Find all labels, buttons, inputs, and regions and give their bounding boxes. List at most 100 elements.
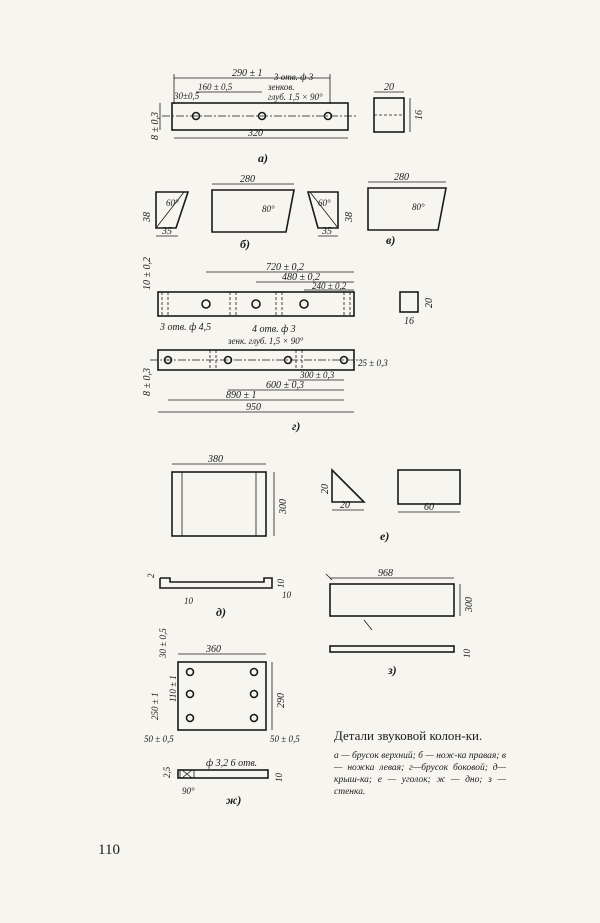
figure-v: 60° 38 35 280 80° в) xyxy=(306,172,447,247)
dim-end-width: 20 xyxy=(384,82,394,93)
figure-label-e: е) xyxy=(380,529,389,543)
dim-leg-height: 38 xyxy=(344,212,355,223)
dim-lid-thickness: 10 xyxy=(276,579,286,589)
dim-height: 8 ± 0,3 xyxy=(150,112,161,140)
dim-thickness: 10 ± 0,2 xyxy=(142,257,153,290)
hole xyxy=(163,355,173,365)
figure-label-a: а) xyxy=(258,151,268,165)
hole xyxy=(339,355,349,365)
dim-leg-width: 35 xyxy=(321,226,332,237)
note-line-2: зенков. xyxy=(267,82,295,92)
caption-body: а — брусок верхний; б — нож-ка правая; в… xyxy=(334,751,506,797)
dim-overall: 290 ± 1 xyxy=(232,68,263,79)
dim-bottom-height: 290 xyxy=(276,693,287,708)
dim-front-height: 8 ± 0,3 xyxy=(142,368,153,396)
hole xyxy=(201,299,211,309)
hole xyxy=(249,689,259,699)
angle-small: 60° xyxy=(166,198,179,208)
dim-corner-h: 20 xyxy=(320,484,331,494)
hole xyxy=(257,111,267,121)
figure-caption: Детали звуковой колон-ки. а — брусок вер… xyxy=(334,728,506,798)
dim-wall-thickness: 10 xyxy=(462,649,472,659)
dim-lid-rim-right: 10 xyxy=(282,590,292,600)
dim-bottom-left: 50 ± 0,5 xyxy=(144,734,174,744)
note-line-3: глуб. 1,5 × 90° xyxy=(268,92,323,102)
figure-label-zh: ж) xyxy=(226,793,241,807)
figure-e: 20 20 60 е) xyxy=(320,468,461,543)
dim-lid-rim-left: 10 xyxy=(184,596,194,606)
dim-leg-width: 35 xyxy=(161,226,172,237)
figure-label-g: г) xyxy=(292,419,300,433)
angle-countersink: 90° xyxy=(182,786,195,796)
dim-leg-length: 280 xyxy=(394,172,409,183)
dim-bottom-width: 360 xyxy=(205,644,221,655)
dim-end-25: 25 ± 0,3 xyxy=(358,358,388,368)
dim-leg-height: 38 xyxy=(142,212,153,223)
hole xyxy=(185,667,195,677)
side-bar-top-view xyxy=(157,291,355,317)
bottom-profile xyxy=(177,769,269,779)
dim-wall-height: 300 xyxy=(464,597,475,613)
bar-top-view xyxy=(171,102,349,131)
angle-small: 60° xyxy=(318,198,331,208)
figure-label-z: з) xyxy=(387,663,397,677)
dim-bottom-step: 2,5 xyxy=(162,766,172,778)
figure-z: 968 300 10 з) xyxy=(325,568,475,677)
dim-lid-step: 2 xyxy=(146,573,156,578)
panel-face xyxy=(171,471,267,537)
dim-bottom-right: 50 ± 0,5 xyxy=(270,734,300,744)
figure-g: 720 ± 0,2 480 ± 0,2 240 ± 0,2 10 ± 0,2 3… xyxy=(142,257,435,433)
caption-title: Детали звуковой колон-ки. xyxy=(334,728,483,743)
corner-block xyxy=(331,468,366,503)
dim-end-w: 16 xyxy=(404,316,414,327)
hole xyxy=(185,713,195,723)
hole xyxy=(223,355,233,365)
leg-left-side xyxy=(367,187,447,231)
dim-corner-w: 20 xyxy=(340,500,350,511)
figure-a: 290 ± 1 160 ± 0,5 30±0,5 320 8 ± 0,3 3 о… xyxy=(150,68,425,165)
dim-edge: 30±0,5 xyxy=(173,91,200,101)
figure-d: 2 10 10 10 д) xyxy=(146,573,292,619)
leg-right-end xyxy=(155,191,190,229)
figure-label-d: д) xyxy=(216,605,226,619)
hole xyxy=(323,111,333,121)
bottom-panel xyxy=(177,661,267,731)
dim-240: 240 ± 0,2 xyxy=(312,281,347,291)
dim-600: 600 ± 0,3 xyxy=(266,380,304,391)
dim-950: 950 xyxy=(246,402,261,413)
note-line-1: 3 отв. ф 3 xyxy=(273,72,314,82)
side-bar-end-view xyxy=(399,291,419,313)
dim-480: 480 ± 0,2 xyxy=(282,272,320,283)
figure-b: 60° 38 35 280 80° б) xyxy=(142,174,295,251)
dim-leg-length: 280 xyxy=(240,174,255,185)
hole xyxy=(251,299,261,309)
dim-spacing: 160 ± 0,5 xyxy=(198,82,233,92)
angle-leg: 80° xyxy=(412,202,425,212)
dim-bottom-mid2: 250 ± 1 xyxy=(150,693,160,720)
wall-panel xyxy=(329,583,455,617)
dim-corner-length: 60 xyxy=(424,502,434,513)
corner-side xyxy=(397,469,461,505)
hole xyxy=(185,689,195,699)
dim-bottom-mid: 110 ± 1 xyxy=(168,675,178,702)
dim-bottom-thickness: 10 xyxy=(274,773,284,783)
lid-profile xyxy=(159,577,273,589)
dim-end-height: 16 xyxy=(414,110,425,120)
note-bottom-holes: ф 3,2 6 отв. xyxy=(206,758,257,769)
hole xyxy=(249,667,259,677)
note-holes-3: 4 отв. ф 3 xyxy=(252,324,296,335)
note-holes-45: 3 отв. ф 4,5 xyxy=(159,322,211,333)
note-countersink: зенк. глуб. 1,5 × 90° xyxy=(227,336,304,346)
figure-d-panel: 380 300 xyxy=(171,454,289,537)
dim-300: 300 ± 0,3 xyxy=(299,370,335,380)
hole xyxy=(191,111,201,121)
dim-wall-length: 968 xyxy=(378,568,393,579)
figure-label-b: б) xyxy=(240,237,250,251)
dim-panel-width: 380 xyxy=(207,454,223,465)
countersink xyxy=(179,769,195,779)
dim-length: 320 xyxy=(247,128,263,139)
hole xyxy=(283,355,293,365)
figure-zh: 360 290 30 ± 0,5 110 ± 1 250 ± 1 50 ± 0,… xyxy=(144,628,300,807)
